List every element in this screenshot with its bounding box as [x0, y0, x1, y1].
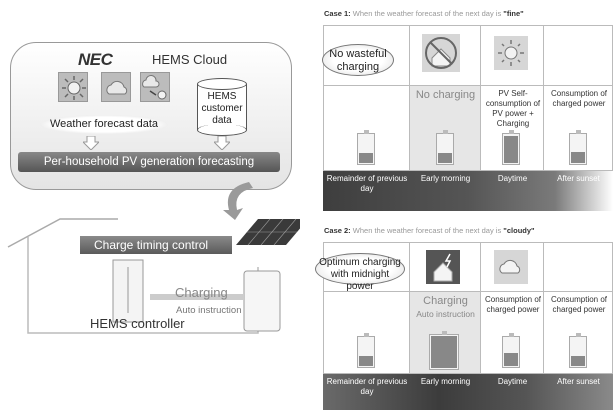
customer-data-label: HEMS customer data: [201, 91, 243, 126]
database-icon: [197, 78, 247, 136]
case2-title: Case 2: When the weather forecast of the…: [324, 226, 535, 235]
battery-icon: [502, 130, 520, 165]
down-arrow-icon: [214, 136, 230, 150]
charging-label: Charging: [175, 285, 228, 300]
case1-title: Case 1: When the weather forecast of the…: [324, 9, 524, 18]
case1-phase-bar: [323, 171, 613, 211]
case2-auto-instruction: Auto instruction: [416, 309, 475, 319]
battery-icon: [569, 130, 587, 165]
case1-phase: Early morning: [420, 174, 471, 183]
case2-desc-daytime: Consumption of charged power: [484, 295, 542, 314]
case1-callout: No wasteful charging: [322, 44, 394, 76]
nec-logo: NEC: [78, 50, 113, 69]
sun-icon: [494, 36, 528, 70]
cloud-icon: [101, 72, 131, 102]
sun-icon: [58, 72, 88, 102]
case1-phase: After sunset: [557, 174, 600, 183]
case1-phase: Remainder of previous day: [326, 174, 408, 193]
case2-phase: After sunset: [557, 377, 600, 386]
case2-desc-early: Charging: [423, 295, 468, 307]
pv-forecasting-bar: Per-household PV generation forecasting: [18, 152, 280, 172]
cloud-icon: [494, 250, 528, 284]
battery-icon: [502, 333, 520, 368]
battery-icon: [569, 333, 587, 368]
battery-icon: [436, 130, 454, 165]
house-outline: [7, 218, 300, 334]
case2-phase: Early morning: [420, 377, 471, 386]
case2-desc-sunset: Consumption of charged power: [550, 295, 608, 314]
battery-icon: [357, 333, 375, 368]
no-charge-icon: [422, 34, 460, 72]
battery-icon: [357, 130, 375, 165]
case1-desc-early: No charging: [415, 89, 476, 101]
case1-desc-daytime: PV Self-consumption of PV power + Chargi…: [485, 89, 541, 128]
down-arrow-icon: [83, 136, 99, 150]
case2-callout: Optimum charging with midnight power: [315, 253, 405, 292]
hems-cloud-title: HEMS Cloud: [152, 52, 228, 67]
battery-icon: [429, 331, 459, 370]
auto-instruction-label: Auto instruction: [176, 305, 242, 316]
case1-phase: Daytime: [497, 174, 528, 183]
case1-grid: [323, 25, 613, 211]
case2-phase-bar: [323, 374, 613, 410]
case1-desc-sunset: Consumption of charged power: [550, 89, 608, 108]
case2-grid: [323, 242, 613, 410]
cloud-to-sun-icon: [140, 72, 170, 102]
hems-controller-label: HEMS controller: [90, 316, 185, 331]
curved-arrow-icon: [223, 182, 253, 220]
charge-timing-control-bar: Charge timing control: [80, 236, 232, 254]
case2-phase: Daytime: [497, 377, 528, 386]
case2-phase: Remainder of previous day: [326, 377, 408, 396]
weather-forecast-label: Weather forecast data: [40, 115, 168, 134]
night-house-icon: [426, 250, 460, 284]
